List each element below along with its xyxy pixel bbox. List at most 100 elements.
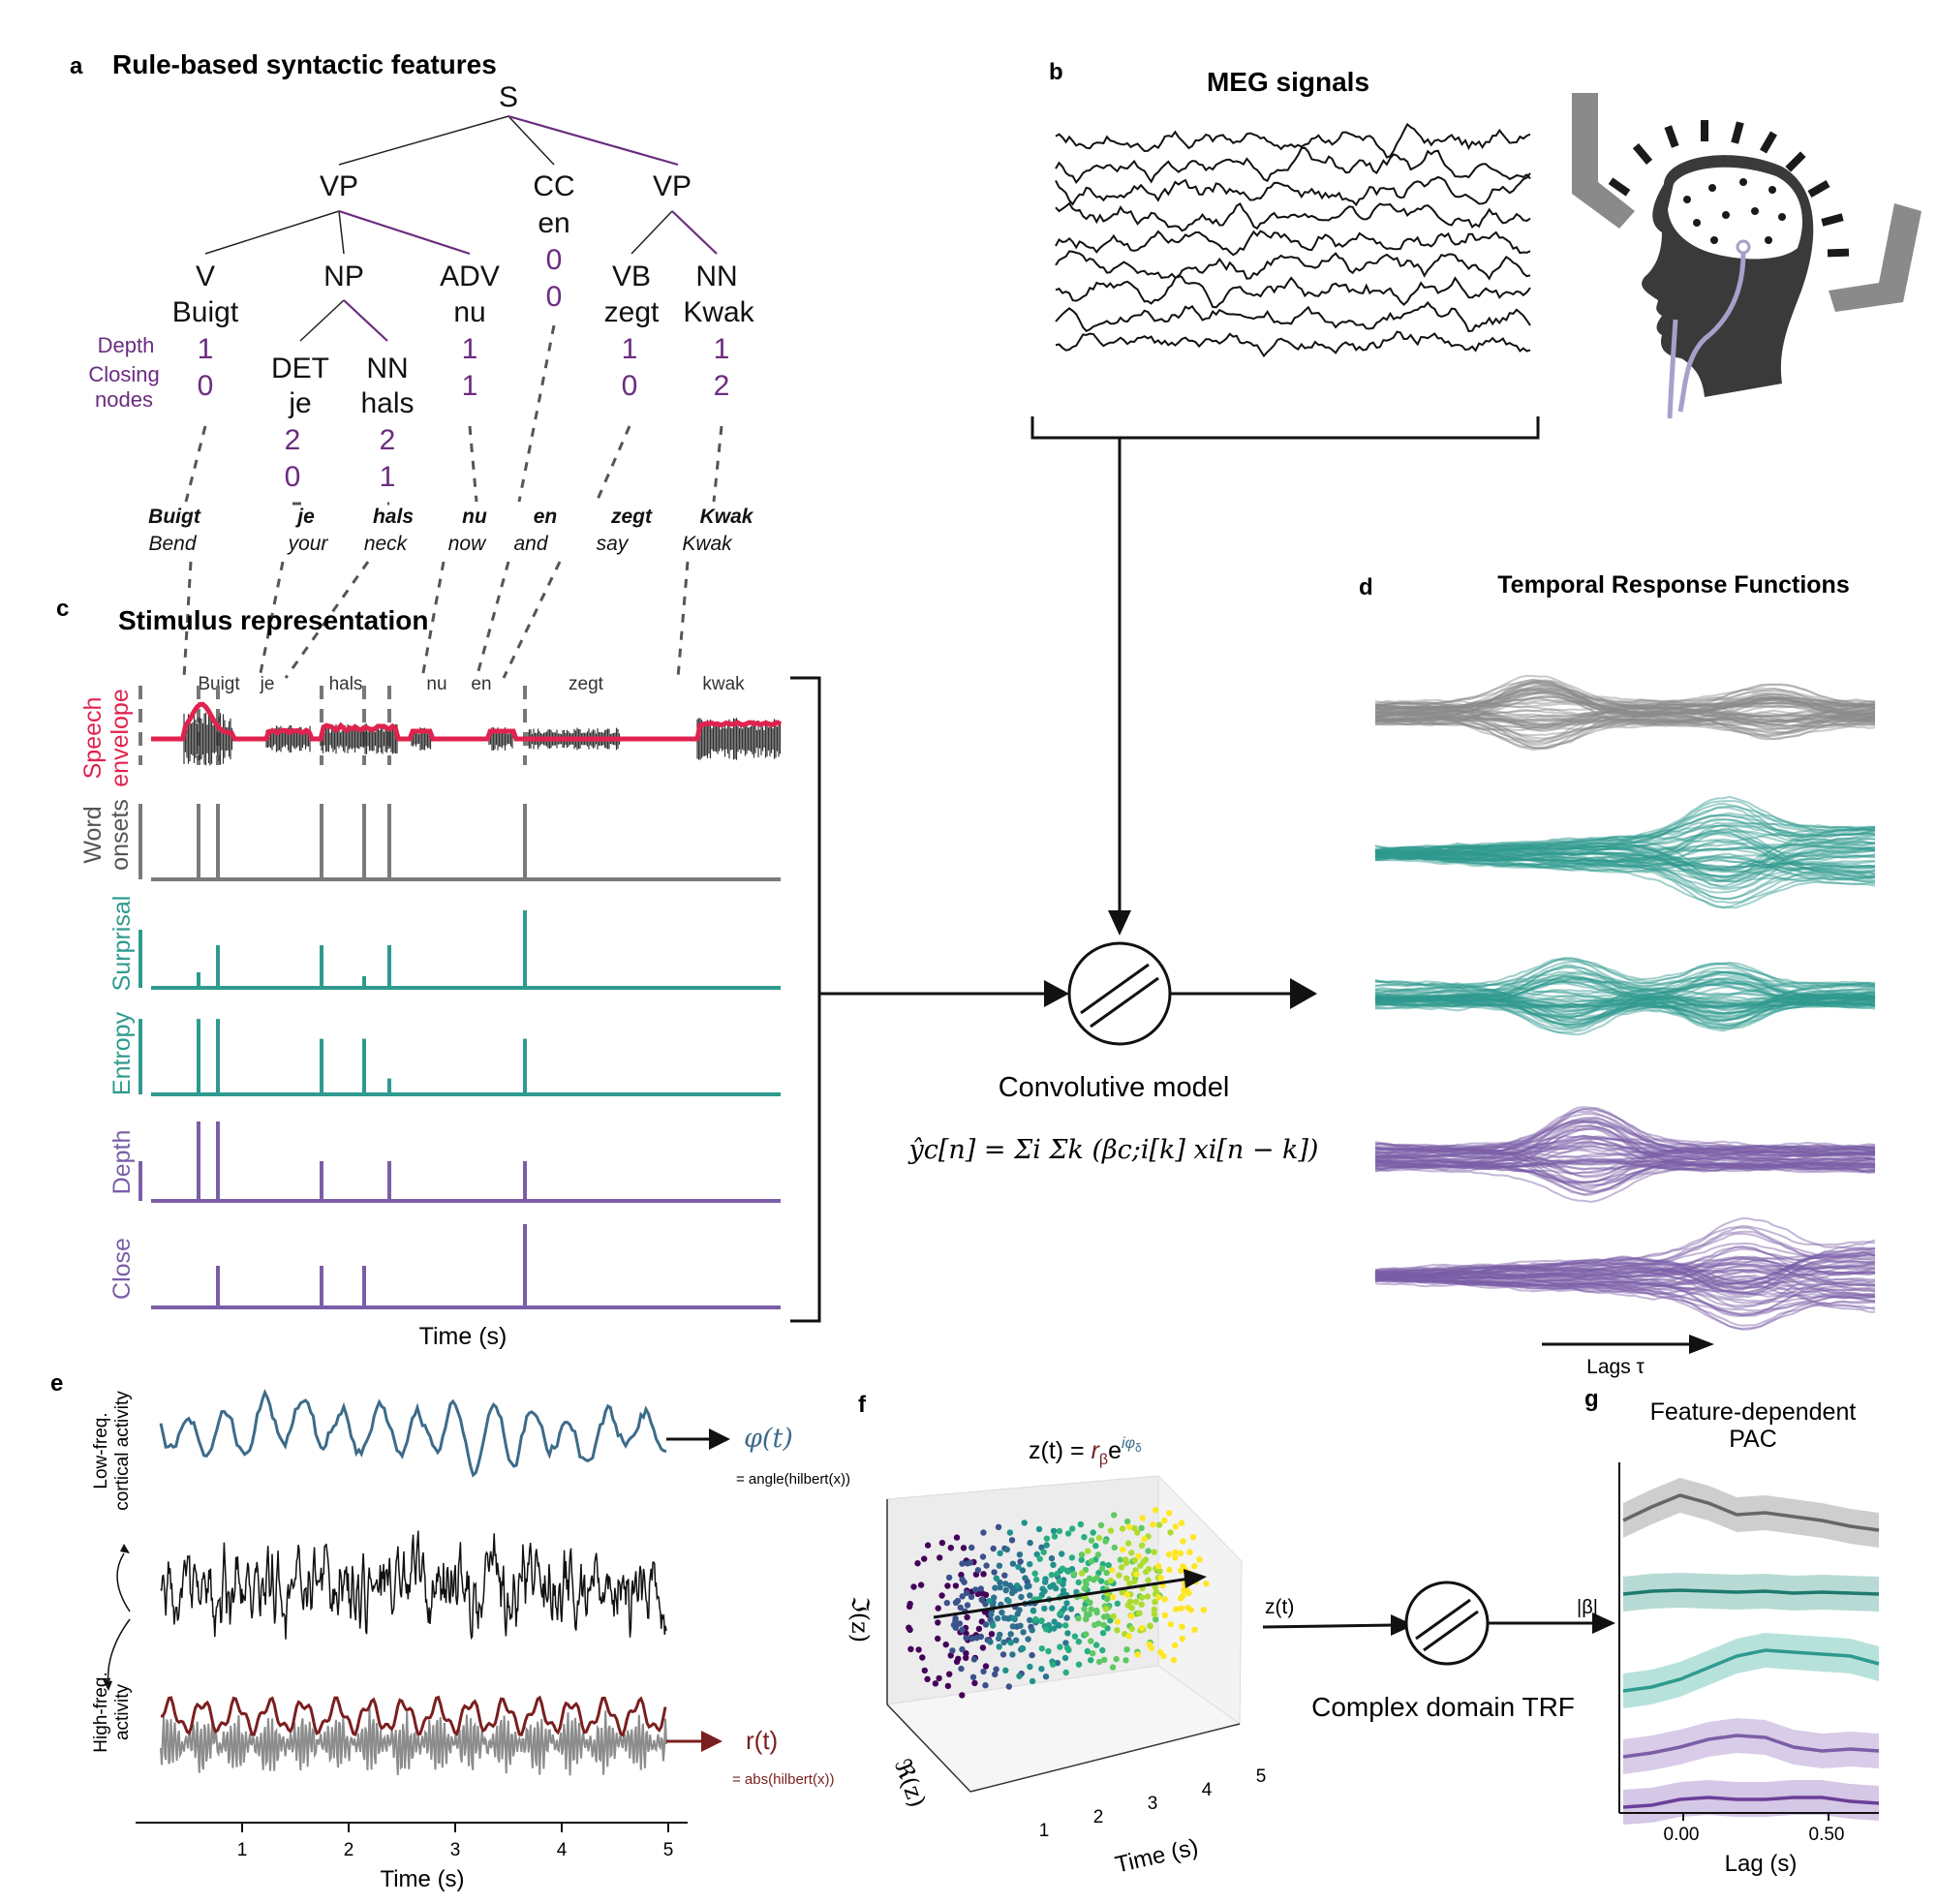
- trf-line: [1374, 1247, 1876, 1277]
- spiral-point: [974, 1567, 982, 1574]
- trf-line: [1374, 1161, 1876, 1171]
- trf-line: [1374, 851, 1876, 883]
- trf-line: [1374, 964, 1876, 1004]
- spiral-point: [1042, 1576, 1049, 1582]
- spiral-point: [1095, 1620, 1102, 1627]
- trf-line: [1374, 1127, 1876, 1174]
- spiral-point: [1012, 1637, 1020, 1643]
- spiral-point: [995, 1523, 1002, 1531]
- trf-line: [1374, 842, 1876, 879]
- spiral-point: [982, 1663, 990, 1670]
- spiral-point: [1060, 1587, 1067, 1594]
- lag-label: Lags τ: [1586, 1356, 1645, 1378]
- trf-line: [1374, 694, 1876, 722]
- trf-line: [1374, 1226, 1875, 1275]
- spiral-point: [932, 1680, 939, 1687]
- spiral-point: [1050, 1661, 1057, 1668]
- trf-line: [1374, 998, 1876, 1009]
- trf-line: [1374, 691, 1876, 727]
- node-vb: VB: [612, 261, 651, 292]
- meg-trace: [1055, 146, 1531, 184]
- trf-line: [1374, 1259, 1876, 1285]
- spiral-point: [1029, 1677, 1036, 1685]
- trf-line: [1374, 1267, 1876, 1279]
- trf-line: [1374, 994, 1876, 1010]
- spiral-point: [1051, 1618, 1058, 1625]
- trf-line: [1374, 1161, 1876, 1188]
- trf-line: [1374, 973, 1876, 998]
- f-tick-label: 4: [1202, 1780, 1213, 1800]
- f-time-axis-arrowhead: [1184, 1569, 1207, 1588]
- spiral-point: [1147, 1622, 1153, 1630]
- spiral-point: [1064, 1630, 1071, 1637]
- spiral-point: [1172, 1549, 1179, 1556]
- spiral-point: [1128, 1550, 1135, 1556]
- spiral-point: [919, 1654, 926, 1661]
- trf-line: [1374, 800, 1876, 856]
- spiral-point: [936, 1674, 942, 1682]
- trf-line: [1374, 1120, 1876, 1152]
- spiral-point: [988, 1611, 995, 1618]
- trf-line: [1374, 1242, 1876, 1275]
- spiral-point: [1039, 1585, 1046, 1592]
- spiral-point: [969, 1674, 977, 1681]
- spiral-point: [938, 1539, 946, 1547]
- spiral-point: [942, 1641, 949, 1648]
- spiral-point: [1056, 1527, 1063, 1535]
- spiral-point: [946, 1671, 953, 1677]
- close-value-nu: 1: [462, 370, 478, 402]
- panel-a-syntax-tree: a Rule-based syntactic features S VP CC …: [70, 49, 755, 679]
- spiral-point: [1063, 1567, 1071, 1574]
- spiral-point: [1094, 1551, 1102, 1558]
- trf-line: [1374, 851, 1876, 873]
- spiral-point: [1029, 1627, 1035, 1634]
- spiral-point: [1078, 1570, 1086, 1577]
- spiral-point: [963, 1654, 969, 1662]
- stim-word-kwak: kwak: [702, 674, 745, 694]
- spiral-point: [1075, 1638, 1083, 1645]
- spiral-point: [955, 1655, 962, 1663]
- spiral-point: [1086, 1611, 1092, 1618]
- spiral-point: [1022, 1575, 1029, 1582]
- node-s: S: [499, 81, 518, 113]
- trf-line: [1374, 991, 1876, 1016]
- spiral-point: [1075, 1614, 1082, 1622]
- node-vp2: VP: [653, 170, 692, 202]
- trf-line: [1374, 1224, 1876, 1278]
- trf-line: [1374, 840, 1876, 879]
- trf-line: [1374, 1263, 1876, 1284]
- trf-line: [1375, 994, 1876, 1023]
- panel-c-stimulus: c Stimulus representation Buigt je hals …: [56, 596, 1069, 1350]
- trf-line: [1374, 1159, 1876, 1183]
- trf-line: [1374, 805, 1876, 852]
- spiral-point: [1006, 1529, 1014, 1536]
- spiral-point: [1172, 1554, 1179, 1561]
- spiral-point: [1062, 1669, 1069, 1676]
- trf-line: [1374, 1134, 1876, 1155]
- lag-arrowhead: [1689, 1335, 1714, 1354]
- trf-line: [1374, 960, 1876, 995]
- trf-line: [1374, 817, 1876, 853]
- spiral-point: [935, 1619, 941, 1626]
- trf-line: [1375, 1159, 1876, 1173]
- spiral-point: [1006, 1582, 1014, 1589]
- f-formula-r-sub: β: [1099, 1452, 1108, 1468]
- trf-line: [1374, 977, 1876, 988]
- trf-line: [1374, 965, 1876, 1000]
- trf-line: [1374, 1107, 1876, 1149]
- spiral-point: [1048, 1554, 1056, 1562]
- trf-line: [1374, 998, 1875, 1010]
- trf-line: [1374, 998, 1876, 1007]
- spiral-point: [1156, 1648, 1164, 1656]
- trf-line: [1374, 1271, 1876, 1307]
- spiral-point: [1170, 1656, 1178, 1664]
- model-equation: ŷc[n] = Σi Σk (βc;i[k] xi[n − k]): [908, 1135, 1319, 1165]
- spiral-point: [991, 1671, 999, 1678]
- depth-value-en: 0: [546, 244, 563, 276]
- spiral-point: [1142, 1556, 1150, 1563]
- trf-line: [1374, 689, 1876, 717]
- trf-line: [1374, 684, 1876, 721]
- sentence-word-nu: nu: [462, 506, 487, 528]
- spiral-point: [1095, 1569, 1102, 1577]
- spiral-point: [963, 1630, 969, 1638]
